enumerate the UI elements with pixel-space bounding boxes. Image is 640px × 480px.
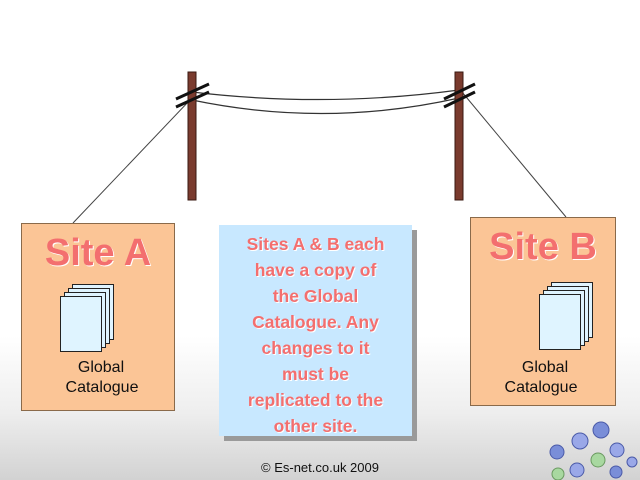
callout-line: must be	[281, 364, 350, 384]
document-stack-icon	[60, 284, 118, 352]
drop-wire-site-a	[72, 99, 191, 224]
callout-line: the Global	[272, 286, 359, 306]
site-a-label-line2: Catalogue	[65, 379, 139, 396]
callout-line: changes to it	[261, 338, 370, 358]
site-b-label: Global Catalogue	[481, 358, 601, 398]
site-b-box: Site B Global Catalogue	[470, 217, 616, 406]
document-page	[60, 296, 102, 352]
site-a-title: Site A	[44, 232, 152, 274]
overhead-wire-upper	[191, 89, 460, 101]
site-b-title: Site B	[489, 226, 597, 268]
callout-line: Sites A & B each	[246, 234, 385, 254]
document-page	[539, 294, 581, 350]
callout-line: other site.	[273, 416, 358, 436]
overhead-wire-lower	[191, 97, 460, 115]
explanation-callout: Sites A & B each have a copy of the Glob…	[219, 225, 412, 436]
telegraph-pole-right	[454, 71, 464, 201]
site-a-label-line1: Global	[77, 359, 125, 376]
crossarm-right-upper	[443, 82, 476, 101]
document-stack-icon	[539, 282, 597, 350]
callout-line: replicated to the	[247, 390, 384, 410]
crossarm-left-upper	[175, 82, 210, 101]
site-a-label: Global Catalogue	[36, 358, 146, 398]
crossarm-right-lower	[443, 90, 476, 109]
callout-line: Catalogue. Any	[252, 312, 379, 332]
callout-line: have a copy of	[254, 260, 377, 280]
site-b-label-line1: Global	[521, 359, 569, 376]
site-b-label-line2: Catalogue	[504, 379, 578, 396]
crossarm-left-lower	[175, 90, 210, 109]
site-a-box: Site A Global Catalogue	[21, 223, 175, 411]
telegraph-pole-left	[187, 71, 197, 201]
decorative-bubbles	[549, 421, 638, 480]
copyright-footer: © Es-net.co.uk 2009	[261, 460, 379, 475]
drop-wire-site-b	[461, 91, 567, 218]
